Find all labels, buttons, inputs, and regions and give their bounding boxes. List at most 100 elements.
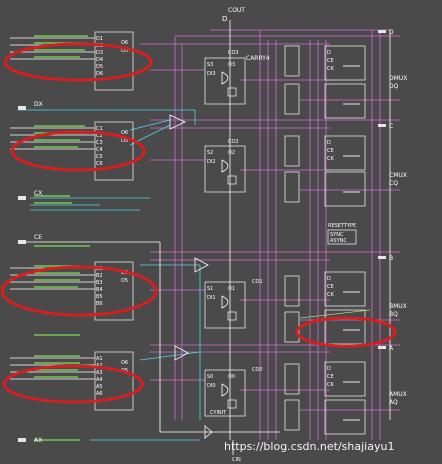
- lut-d-pin-5: D5: [96, 64, 103, 70]
- lut-c-pin-4: C4: [96, 147, 103, 153]
- outmux-a-1: [284, 363, 300, 395]
- ff-a-2: [324, 399, 366, 435]
- port-dmux-label: DMUX: [389, 75, 407, 82]
- carry-box-3: [204, 57, 246, 105]
- port-bq-label: BQ: [389, 311, 398, 318]
- carry0-xor-icon: [221, 383, 229, 397]
- port-c-label: C: [389, 123, 393, 130]
- lut-input-nets: [10, 35, 95, 441]
- reset-sync-label: SYNC: [330, 232, 344, 238]
- ax-port-pin: [18, 438, 26, 442]
- lut-c-pin-3: C3: [96, 140, 103, 146]
- ff-b1-ce: CE: [327, 284, 334, 290]
- cyinit-label: CYINIT: [210, 410, 227, 416]
- carry3-s: S3: [207, 62, 213, 68]
- port-b-label: B: [389, 255, 393, 262]
- dx-port-pin: [18, 106, 26, 110]
- highlight-ring-lut-b: [0, 265, 158, 317]
- carry-box-0: [204, 369, 246, 417]
- carry3-di: DI3: [207, 71, 216, 77]
- carry1-s: S1: [207, 286, 213, 292]
- ce-port-label: CE: [34, 234, 42, 241]
- right-ports: D DMUX DQ C CMUX CQ B BMUX BQ A AMUX AQ: [299, 29, 407, 406]
- port-amux-label: AMUX: [389, 391, 407, 398]
- outmux-d-1: [284, 45, 300, 77]
- lut-b-pin-6: B6: [96, 301, 103, 307]
- lut-c-pin-6: C6: [96, 161, 103, 167]
- d-top-label: D: [222, 15, 227, 23]
- lut-c-o5: O5: [121, 138, 128, 144]
- carry3-co: CO3: [228, 50, 239, 56]
- lut-box-c: [94, 121, 134, 181]
- port-dq-label: DQ: [389, 83, 399, 90]
- lut-c-o6: O6: [121, 130, 128, 136]
- lut-box-b: [94, 261, 134, 321]
- lut-d-pin-4: D4: [96, 57, 103, 63]
- carry3-o: O3: [228, 62, 235, 68]
- carry0-co: CO0: [252, 367, 263, 373]
- ff-d1-ce: CE: [327, 58, 334, 64]
- resettype-box: [327, 229, 357, 245]
- ff-d-1: [324, 45, 366, 81]
- mux-a-icon: [174, 345, 189, 361]
- outmux-c-2: [284, 171, 300, 203]
- carry-box-2: [204, 145, 246, 193]
- mux-d-icon: [169, 114, 186, 130]
- output-mux-column: [284, 45, 300, 431]
- carry-box-1: [204, 281, 246, 329]
- port-d-label: D: [389, 29, 394, 36]
- carry1-xor-icon: [221, 295, 229, 309]
- carry4-label: CARRY4: [246, 55, 270, 62]
- lut-group-c: C1 C2 C3 C4 C5 C6 O6 O5: [94, 121, 134, 181]
- carry1-o: O1: [228, 286, 235, 292]
- ff-b-2: [324, 309, 366, 345]
- ff-a1-ck: CK: [327, 382, 334, 388]
- port-cq-label: CQ: [389, 180, 398, 187]
- lut-d-o6: O6: [121, 40, 128, 46]
- carry2-xor-icon: [221, 159, 229, 173]
- lut-a-pin-1: A1: [96, 356, 103, 362]
- ff-d-2: [324, 83, 366, 119]
- outmux-a-2: [284, 399, 300, 431]
- ff-c-2: [324, 171, 366, 207]
- lut-a-pin-3: A3: [96, 370, 103, 376]
- port-a-pin: [378, 346, 386, 349]
- reset-type-block: RESETTYPE SYNC ASYNC: [327, 223, 357, 245]
- ff-c1-d: D: [327, 140, 331, 146]
- reset-async-label: ASYNC: [330, 238, 347, 244]
- carry-block-1: S1 DI1 O1 CO1: [204, 279, 263, 329]
- lut-b-o5: O5: [121, 278, 128, 284]
- carry2-mux: [227, 175, 237, 185]
- outmux-d-2: [284, 83, 300, 115]
- lut-d-o5: O5: [121, 48, 128, 54]
- port-d-pin: [378, 30, 386, 33]
- lut-a-pin-4: A4: [96, 377, 103, 383]
- ff-a1-d: D: [327, 366, 331, 372]
- lut-b-pin-5: B5: [96, 294, 103, 300]
- lut-box-a: [94, 351, 134, 411]
- ff-a1-ce: CE: [327, 374, 334, 380]
- port-c-pin: [378, 124, 386, 127]
- lut-b-pin-3: B3: [96, 280, 103, 286]
- watermark: https://blog.csdn.net/shajiayu1: [224, 440, 394, 453]
- carry1-di: DI1: [207, 295, 216, 301]
- resettype-label: RESETTYPE: [328, 223, 356, 229]
- highlight-ring-lut-c: [10, 130, 146, 172]
- lut-a-o6: O6: [121, 360, 128, 366]
- carry1-mux: [227, 311, 237, 321]
- cx-port-pin: [18, 196, 26, 200]
- cyinit-mux-icon: [204, 425, 213, 439]
- carry0-o: O0: [228, 374, 235, 380]
- ff-d1-d: D: [327, 50, 331, 56]
- lut-d-pin-3: D3: [96, 50, 103, 56]
- lut-a-pin-6: A6: [96, 391, 103, 397]
- lut-c-pin-5: C5: [96, 154, 103, 160]
- carry3-mux: [227, 87, 237, 97]
- carry0-s: S0: [207, 374, 213, 380]
- ff-c1-ce: CE: [327, 148, 334, 154]
- highlight-ring-lut-d: [3, 42, 153, 82]
- port-aq-label: AQ: [389, 399, 398, 406]
- ff-b-1: [324, 271, 366, 307]
